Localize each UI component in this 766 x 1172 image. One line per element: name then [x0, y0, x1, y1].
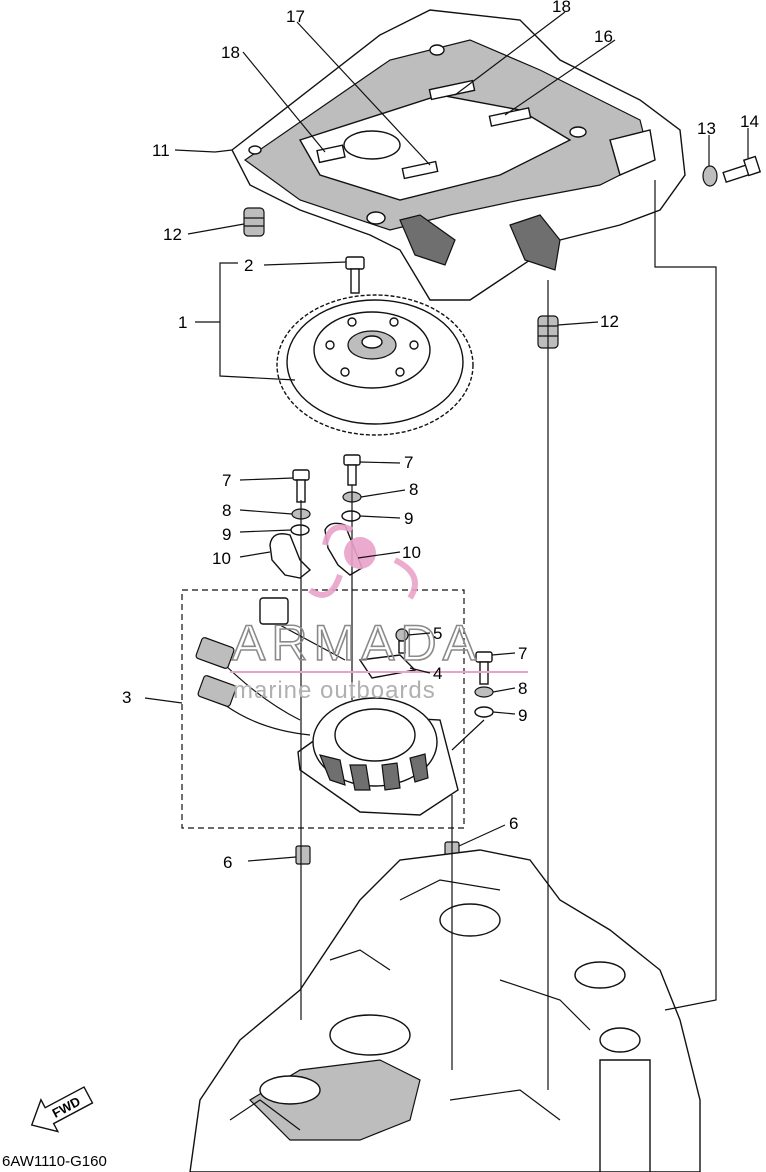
bolt-14	[722, 155, 762, 183]
watermark-brand: ARMADA	[232, 615, 482, 671]
callout-7-right: 7	[518, 644, 527, 663]
screw-5	[395, 628, 409, 654]
washer-9-center	[341, 510, 361, 522]
bolt-7-center	[343, 454, 361, 486]
diagram-code: 6AW1110-G160	[2, 1153, 107, 1170]
callout-10-left: 10	[212, 549, 231, 568]
callout-2: 2	[244, 256, 253, 275]
callout-7-center: 7	[404, 453, 413, 472]
callout-9-left: 9	[222, 525, 231, 544]
callout-8-left: 8	[222, 501, 231, 520]
callout-12-left: 12	[163, 225, 182, 244]
leader-lines	[144, 11, 749, 862]
callout-9-center: 9	[404, 509, 413, 528]
callout-9-right: 9	[518, 706, 527, 725]
callout-3: 3	[122, 688, 131, 707]
callout-7-left: 7	[222, 471, 231, 490]
callout-15: 16	[594, 27, 613, 46]
callout-6-left: 6	[223, 853, 232, 872]
washer-9-left	[290, 524, 310, 536]
callout-5: 5	[433, 624, 442, 643]
flywheel-cover	[214, 9, 686, 301]
washer-8-right	[474, 686, 494, 698]
callout-12-right: 12	[600, 312, 619, 331]
callout-8-right: 8	[518, 679, 527, 698]
washer-9-right	[474, 706, 494, 718]
stator-assembly-box	[181, 589, 465, 829]
callout-10-center: 10	[402, 543, 421, 562]
watermark-tagline: marine outboards	[233, 677, 436, 704]
callout-17: 18	[221, 43, 240, 62]
bolt-7-left	[292, 469, 310, 503]
collar-13	[702, 165, 718, 187]
flywheel-assembly	[276, 294, 474, 436]
engine-block	[189, 849, 701, 1172]
callout-4: 4	[433, 664, 442, 683]
callout-8-center: 8	[409, 480, 418, 499]
flywheel-bolt-2	[345, 256, 365, 294]
callout-1: 1	[178, 313, 187, 332]
callout-6-right: 6	[509, 814, 518, 833]
dowel-pin-6-left	[295, 845, 311, 865]
callout-18: 18	[552, 0, 571, 16]
grommet-left	[243, 207, 265, 237]
watermark-logo	[308, 524, 418, 600]
alignment-lines	[300, 180, 717, 1090]
clamp-10-left	[269, 533, 312, 579]
callout-16: 17	[286, 7, 305, 26]
callout-13: 13	[697, 119, 716, 138]
stator-assembly	[195, 597, 459, 816]
direction-arrow-icon: FWD	[30, 1086, 94, 1133]
callout-11: 11	[152, 141, 170, 160]
callout-14: 14	[740, 112, 759, 131]
